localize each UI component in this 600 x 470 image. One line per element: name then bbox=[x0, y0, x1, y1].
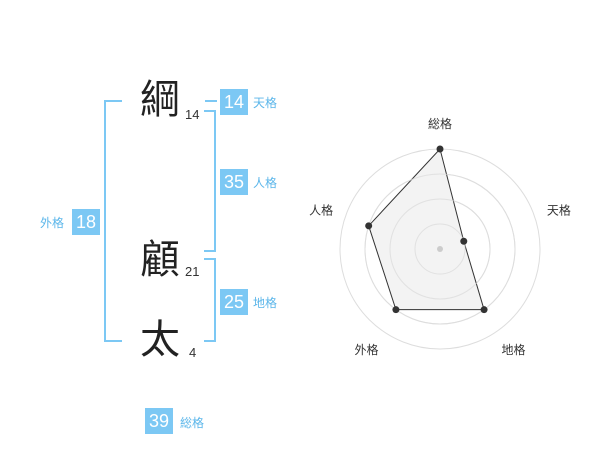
soukaku-label: 総格 bbox=[180, 416, 205, 430]
name-char-1: 綱 bbox=[140, 77, 180, 123]
radar-axis-label-1: 総格 bbox=[428, 116, 452, 131]
tenkaku-bracket-connector bbox=[205, 100, 217, 102]
gaikaku-label: 外格 bbox=[40, 216, 65, 230]
radar-axis-label-3: 地格 bbox=[501, 342, 525, 357]
chikaku-label: 地格 bbox=[253, 296, 278, 310]
tenkaku-value-badge: 14 bbox=[220, 89, 248, 115]
radar-center-dot bbox=[437, 246, 443, 252]
radar-ring-overlay bbox=[364, 173, 516, 325]
radar-point-5 bbox=[365, 222, 373, 230]
radar-ring-overlay bbox=[389, 198, 491, 300]
radar-data-polygon bbox=[368, 147, 485, 311]
chikaku-value-badge: 25 bbox=[220, 289, 248, 315]
name-char-2-strokes: 21 bbox=[185, 264, 200, 279]
radar-axis-label-4: 外格 bbox=[355, 342, 379, 357]
jinkaku-bracket bbox=[204, 110, 216, 252]
radar-point-2 bbox=[460, 237, 468, 245]
jinkaku-value-badge: 35 bbox=[220, 169, 248, 195]
radar-axis-label-2: 天格 bbox=[547, 202, 571, 217]
jinkaku-label: 人格 bbox=[253, 176, 278, 190]
soukaku-value-badge: 39 bbox=[145, 408, 173, 434]
tenkaku-label: 天格 bbox=[253, 96, 278, 110]
radar-point-3 bbox=[480, 306, 488, 314]
gaikaku-bracket bbox=[104, 100, 122, 342]
name-char-2: 顧 bbox=[140, 237, 180, 283]
radar-axis-label-5: 人格 bbox=[309, 202, 333, 217]
name-char-3-strokes: 4 bbox=[189, 345, 197, 360]
radar-ring-overlay bbox=[414, 223, 466, 275]
radar-point-1 bbox=[436, 145, 444, 153]
chikaku-bracket bbox=[204, 258, 216, 342]
name-char-3: 太 bbox=[140, 317, 180, 363]
name-char-1-strokes: 14 bbox=[185, 107, 200, 122]
radar-point-4 bbox=[392, 306, 400, 314]
gaikaku-value-badge: 18 bbox=[72, 209, 100, 235]
